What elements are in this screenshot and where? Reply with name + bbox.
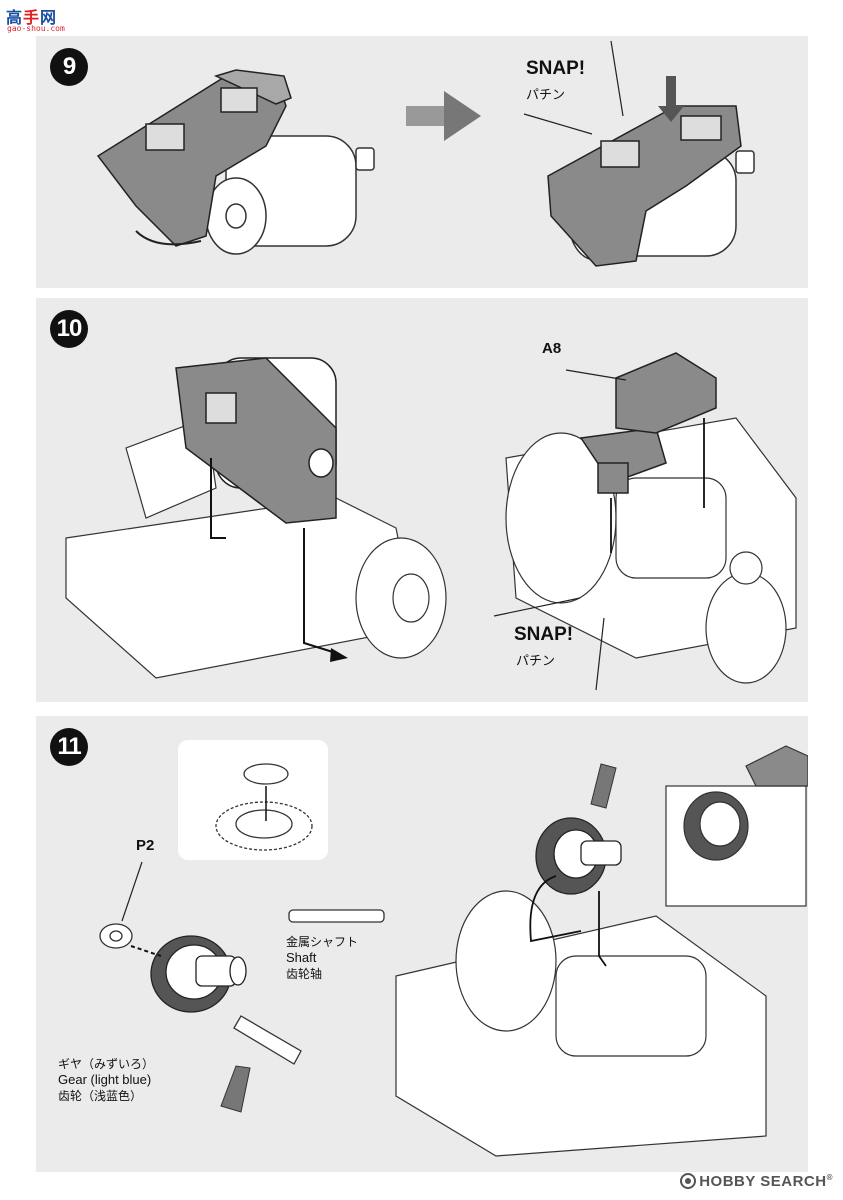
site-logo-subtitle: gao-shou.com <box>7 24 65 33</box>
transition-arrow-icon <box>406 91 481 141</box>
part-a8-label: A8 <box>542 340 562 357</box>
shaft-label: 金属シャフト Shaft 齿轮轴 <box>286 934 358 982</box>
chassis-left-drawing <box>65 417 447 679</box>
part-p2-label: P2 <box>136 837 155 854</box>
glue-detail-drawing <box>665 745 808 907</box>
motor-holder-left-drawing <box>96 69 292 247</box>
gear-installed-drawing <box>535 817 622 895</box>
site-logo-text: 高手网 <box>6 8 58 27</box>
watermark-mark: ® <box>826 1173 833 1182</box>
snap-label: SNAP! <box>514 624 574 645</box>
motion-arrow-left <box>135 230 202 246</box>
motor-unit-left-drawing <box>175 357 337 524</box>
gear-light-blue-drawing <box>150 935 247 1013</box>
gear-label-en: Gear (light blue) <box>58 1072 152 1087</box>
shaft-label-en: Shaft <box>286 950 317 965</box>
gear-label: ギヤ（みずいろ） Gear (light blue) 齿轮（浅蓝色） <box>58 1056 154 1104</box>
step-10-badge: 10 <box>50 310 88 348</box>
gear-label-jp: ギヤ（みずいろ） <box>58 1057 155 1071</box>
motor-holder-right-drawing <box>547 105 742 267</box>
hobby-search-logo-icon <box>680 1173 697 1189</box>
step-11-illustration <box>99 745 808 1157</box>
step-11-panel: 11 <box>36 716 808 1172</box>
snap-label-jp: パチン <box>516 654 556 669</box>
hobby-search-watermark: HOBBY SEARCH® <box>680 1173 833 1190</box>
snap-label: SNAP! <box>526 58 586 79</box>
step-10-illustration <box>65 352 797 691</box>
gear-label-cn: 齿轮（浅蓝色） <box>58 1089 143 1103</box>
part-a8-drawing <box>579 352 717 494</box>
inset-gear-drawing <box>215 763 313 851</box>
chassis-step11-drawing <box>395 890 767 1157</box>
step-9-badge: 9 <box>50 48 88 86</box>
step-11-badge: 11 <box>50 728 88 766</box>
step-9-panel: 9 <box>36 36 808 288</box>
shaft-label-cn: 齿轮轴 <box>286 967 323 981</box>
watermark-text: HOBBY SEARCH <box>699 1173 827 1190</box>
part-p2-drawing <box>99 923 133 949</box>
site-logo: 高手网 gao-shou.com <box>6 4 76 36</box>
step-9-illustration <box>96 40 755 267</box>
shaft-label-jp: 金属シャフト <box>286 935 359 949</box>
grease-tube-drawing <box>220 763 617 1113</box>
snap-label-jp: パチン <box>526 88 566 103</box>
motor-left-drawing <box>205 135 375 255</box>
shaft-drawing <box>233 909 385 1065</box>
step-10-panel: 10 <box>36 298 808 702</box>
press-arrow-icon <box>658 76 684 122</box>
